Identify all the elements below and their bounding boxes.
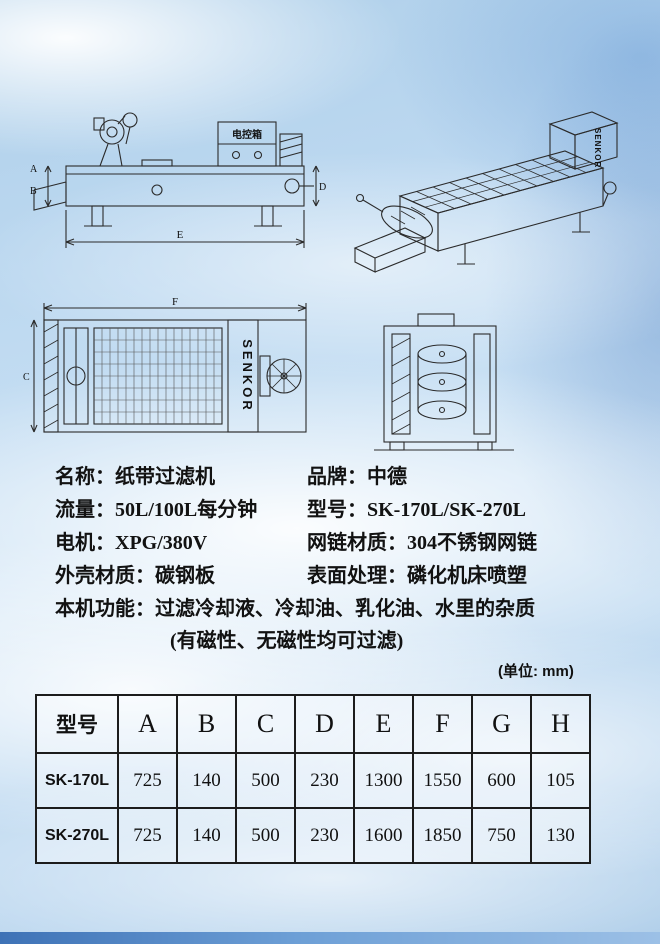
spec-function-note-text: (有磁性、无磁性均可过滤) bbox=[170, 630, 404, 652]
value-cell: 130 bbox=[530, 807, 591, 864]
value-cell: 230 bbox=[294, 752, 355, 809]
value-cell: 500 bbox=[235, 807, 296, 864]
spec-shell-label: 外壳材质： bbox=[55, 565, 155, 587]
column-header-model: 型号 bbox=[35, 694, 119, 754]
column-header-a: A bbox=[117, 694, 178, 754]
spec-function-label: 本机功能： bbox=[55, 598, 155, 620]
spec-function-value: 过滤冷却液、冷却油、乳化油、水里的杂质 bbox=[155, 598, 535, 620]
spec-brand: 品牌：中德 bbox=[307, 460, 407, 489]
unit-note: (单位: mm) bbox=[498, 663, 574, 680]
value-cell: 1300 bbox=[353, 752, 414, 809]
spec-surface-value: 磷化机床喷塑 bbox=[407, 565, 527, 587]
spec-function: 本机功能：过滤冷却液、冷却油、乳化油、水里的杂质 bbox=[55, 592, 535, 621]
model-cell: SK-170L bbox=[35, 752, 119, 809]
value-cell: 1850 bbox=[412, 807, 473, 864]
value-cell: 1550 bbox=[412, 752, 473, 809]
side-elevation-svg: 电控箱 E A B D bbox=[30, 112, 326, 248]
spec-flow-value: 50L/100L每分钟 bbox=[115, 499, 258, 521]
bottom-blue-band bbox=[0, 932, 660, 944]
spec-shell-value: 碳钢板 bbox=[155, 565, 215, 587]
spec-surface: 表面处理：磷化机床喷塑 bbox=[307, 559, 527, 588]
brand-mark-label: SENKOR bbox=[593, 128, 602, 168]
control-box-label: 电控箱 bbox=[232, 128, 262, 141]
value-cell: 140 bbox=[176, 807, 237, 864]
plan-view-drawing: F C SENKOR bbox=[22, 296, 322, 458]
dim-label-d: D bbox=[319, 182, 326, 193]
end-view-drawing bbox=[356, 310, 531, 460]
spec-chain-value: 304不锈钢网链 bbox=[407, 532, 537, 554]
end-view-svg bbox=[374, 313, 514, 451]
spec-chain-label: 网链材质： bbox=[307, 532, 407, 554]
isometric-view-drawing: SENKOR bbox=[345, 66, 640, 286]
dim-label-a: A bbox=[30, 164, 38, 175]
isometric-view-svg: SENKOR bbox=[353, 111, 619, 273]
table-row-sk170l: SK-170L 725 140 500 230 1300 1550 600 10… bbox=[35, 752, 591, 809]
side-elevation-drawing: 电控箱 E A B D bbox=[22, 92, 327, 264]
column-header-f: F bbox=[412, 694, 473, 754]
value-cell: 600 bbox=[471, 752, 532, 809]
column-header-b: B bbox=[176, 694, 237, 754]
value-cell: 1600 bbox=[353, 807, 414, 864]
spec-model-value: SK-170L/SK-270L bbox=[367, 499, 526, 521]
spec-name-label: 名称： bbox=[55, 466, 115, 488]
value-cell: 750 bbox=[471, 807, 532, 864]
value-cell: 230 bbox=[294, 807, 355, 864]
spec-brand-value: 中德 bbox=[367, 466, 407, 488]
spec-name: 名称：纸带过滤机 bbox=[55, 460, 215, 489]
column-header-e: E bbox=[353, 694, 414, 754]
dim-label-b: B bbox=[30, 186, 37, 197]
spec-motor: 电机：XPG/380V bbox=[55, 526, 207, 555]
value-cell: 105 bbox=[530, 752, 591, 809]
spec-brand-label: 品牌： bbox=[307, 466, 367, 488]
table-row-sk270l: SK-270L 725 140 500 230 1600 1850 750 13… bbox=[35, 807, 591, 864]
column-header-h: H bbox=[530, 694, 591, 754]
spec-surface-label: 表面处理： bbox=[307, 565, 407, 587]
spec-motor-label: 电机： bbox=[55, 532, 115, 554]
spec-motor-value: XPG/380V bbox=[115, 532, 208, 554]
spec-shell: 外壳材质：碳钢板 bbox=[55, 559, 215, 588]
model-cell: SK-270L bbox=[35, 807, 119, 864]
table-header-row: 型号 A B C D E F G H bbox=[35, 694, 591, 754]
value-cell: 500 bbox=[235, 752, 296, 809]
spec-flow-label: 流量： bbox=[55, 499, 115, 521]
column-header-g: G bbox=[471, 694, 532, 754]
spec-chain: 网链材质：304不锈钢网链 bbox=[307, 526, 537, 555]
dim-label-c: C bbox=[23, 372, 30, 383]
dimension-table: 型号 A B C D E F G H SK-170L 725 140 500 2… bbox=[35, 694, 591, 864]
spec-function-note: (有磁性、无磁性均可过滤) bbox=[170, 624, 403, 653]
dim-label-e: E bbox=[177, 229, 184, 241]
plan-view-svg: F C SENKOR bbox=[23, 296, 307, 433]
column-header-c: C bbox=[235, 694, 296, 754]
value-cell: 725 bbox=[117, 752, 178, 809]
dim-label-f: F bbox=[172, 296, 178, 308]
brand-mark-label: SENKOR bbox=[240, 339, 255, 413]
column-header-d: D bbox=[294, 694, 355, 754]
spec-name-value: 纸带过滤机 bbox=[115, 466, 215, 488]
value-cell: 725 bbox=[117, 807, 178, 864]
spec-model: 型号：SK-170L/SK-270L bbox=[307, 493, 526, 522]
spec-model-label: 型号： bbox=[307, 499, 367, 521]
value-cell: 140 bbox=[176, 752, 237, 809]
spec-flow: 流量：50L/100L每分钟 bbox=[55, 493, 257, 522]
